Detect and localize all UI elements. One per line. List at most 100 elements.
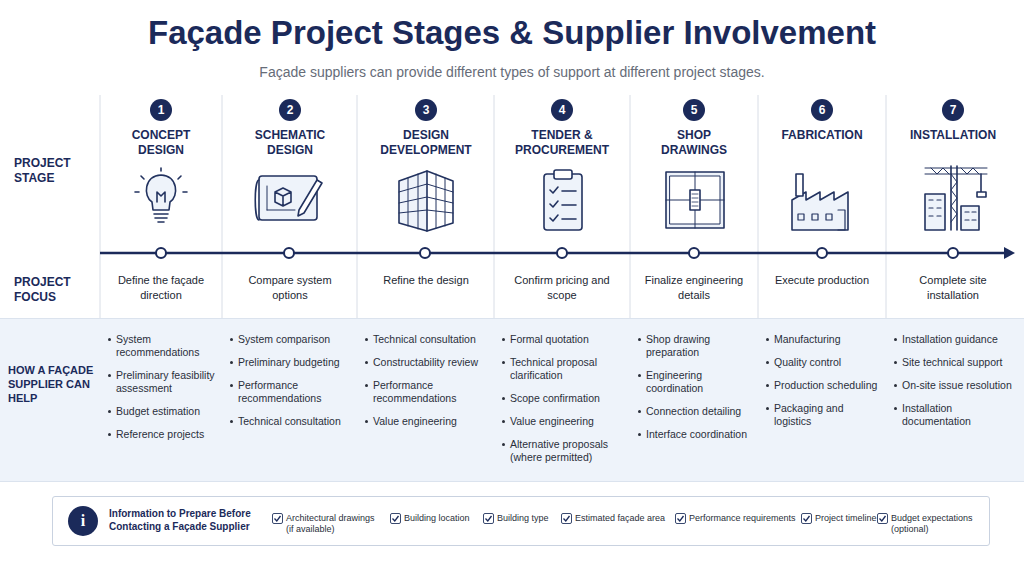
checklist-item: Building location (404, 513, 484, 524)
support-item: Budget estimation (116, 405, 216, 418)
support-item: Manufacturing (774, 333, 880, 346)
timeline (100, 247, 1015, 259)
support-item: Constructability review (373, 356, 488, 369)
factory-icon (792, 174, 848, 230)
check-mark (878, 514, 887, 523)
bullet-dot (638, 374, 641, 377)
bullet-dot (108, 338, 111, 341)
check-mark (484, 514, 493, 523)
support-item: Alternative proposals (where permitted) (510, 438, 624, 464)
bullet-dot (766, 361, 769, 364)
check-mark (802, 514, 811, 523)
bullet-dot (365, 361, 368, 364)
bullet-dot (230, 361, 233, 364)
node-text: 4 (559, 103, 566, 117)
support-item: Technical consultation (238, 415, 351, 428)
stage-focus: Complete site installation (896, 273, 1010, 303)
step-number-circle: 2 (279, 99, 301, 121)
node-text: 5 (691, 103, 698, 117)
node-text: 7 (950, 103, 957, 117)
step-number-circle: 4 (551, 99, 573, 121)
support-item: Site technical support (902, 356, 1014, 369)
support-item: On-site issue resolution (902, 379, 1014, 392)
bullet-dot (230, 420, 233, 423)
node-text: 2 (287, 103, 294, 117)
stage-name: INSTALLATION (903, 128, 1003, 143)
stage-focus: Finalize engineering details (637, 273, 751, 303)
support-item: Value engineering (373, 415, 488, 428)
row-label: PROJECT FOCUS (14, 275, 90, 305)
bullet-dot (502, 443, 505, 446)
checklist-item: Project timeline (815, 513, 877, 524)
stage-focus: Confirm pricing and scope (505, 273, 619, 303)
bullet-dot (766, 384, 769, 387)
bullet-dot (766, 338, 769, 341)
bullet-dot (502, 420, 505, 423)
checkbox (272, 513, 283, 524)
support-item: Quality control (774, 356, 880, 369)
bullet-dot (108, 433, 111, 436)
stage-focus: Execute production (765, 273, 879, 288)
support-item: Engineering coordination (646, 369, 752, 395)
bullet-dot (230, 384, 233, 387)
bullet-dot (365, 384, 368, 387)
checkbox (561, 513, 572, 524)
bullet-dot (894, 338, 897, 341)
diagram-title: Façade Project Stages & Supplier Involve… (0, 14, 1024, 52)
support-item: Connection detailing (646, 405, 752, 418)
step-number-circle: 6 (811, 99, 833, 121)
support-item: Technical proposal clarification (510, 356, 624, 382)
check-mark (273, 514, 282, 523)
bullet-dot (638, 433, 641, 436)
stage-focus: Refine the design (369, 273, 483, 288)
support-item: Scope confirmation (510, 392, 624, 405)
stage-focus: Compare system options (233, 273, 347, 303)
subtitle: Façade suppliers can provide different t… (0, 64, 1024, 80)
check-mark (676, 514, 685, 523)
bullet-dot (108, 410, 111, 413)
support-item: System comparison (238, 333, 351, 346)
check-mark (562, 514, 571, 523)
check-mark (391, 514, 400, 523)
bullet-dot (502, 338, 505, 341)
stage-name: SHOP DRAWINGS (644, 128, 744, 158)
support-item: Formal quotation (510, 333, 624, 346)
stage-name: DESIGN DEVELOPMENT (376, 128, 476, 158)
node-text: HOW A FAÇADE SUPPLIER CAN HELP (8, 363, 94, 405)
crane-icon (925, 166, 987, 230)
clipboard-icon (544, 170, 582, 230)
stage-name: CONCEPT DESIGN (111, 128, 211, 158)
checkbox (390, 513, 401, 524)
step-number-circle: 3 (415, 99, 437, 121)
support-item: Preliminary feasibility assessment (116, 369, 216, 395)
node-text: i (81, 512, 85, 530)
node-text: 3 (423, 103, 430, 117)
bullet-dot (894, 407, 897, 410)
checklist-item: Performance requirements (689, 513, 801, 524)
stage-name: SCHEMATIC DESIGN (240, 128, 340, 158)
support-item: Performance recommendations (373, 379, 488, 405)
step-number-circle: 1 (150, 99, 172, 121)
bullet-dot (502, 397, 505, 400)
support-item: Installation documentation (902, 402, 1014, 428)
step-number-circle: 5 (683, 99, 705, 121)
support-item: Technical consultation (373, 333, 488, 346)
building-icon (399, 171, 453, 231)
support-item: Interface coordination (646, 428, 752, 441)
support-item: Packaging and logistics (774, 402, 880, 428)
bullet-dot (230, 338, 233, 341)
support-item: Production scheduling (774, 379, 880, 392)
stage-name: TENDER & PROCUREMENT (512, 128, 612, 158)
support-item: Shop drawing preparation (646, 333, 752, 359)
bullet-dot (502, 361, 505, 364)
node-text: 6 (819, 103, 826, 117)
checklist-item: Building type (497, 513, 561, 524)
lightbulb-icon (135, 168, 187, 222)
column-dividers (100, 95, 886, 318)
checklist-item: Architectural drawings (if available) (286, 513, 382, 535)
support-item: Preliminary budgeting (238, 356, 351, 369)
support-item: System recommendations (116, 333, 216, 359)
checkbox (877, 513, 888, 524)
row-label: PROJECT STAGE (14, 156, 90, 186)
